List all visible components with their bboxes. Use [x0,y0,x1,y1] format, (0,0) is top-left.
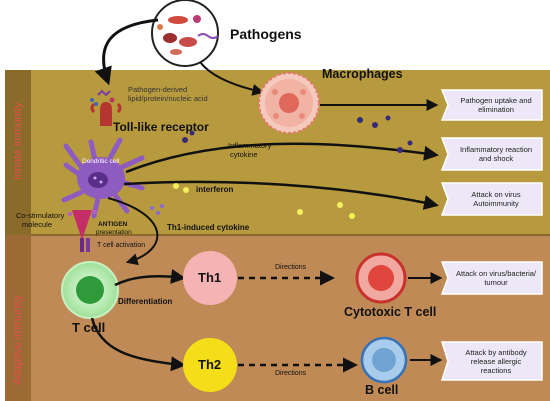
outcome-box-4: Attack on virus/bacteria/tumour [444,262,542,294]
arrow-dc-to-tcell [107,197,159,266]
innate-sidebar [5,70,31,235]
differentiation-label: Differentiation [118,297,173,306]
outcome-box-1-shape [440,89,543,121]
outcome-5-line2: release allergic [470,356,522,366]
tcell-activation-label: T cell activation [97,242,146,249]
arrow-pathogens-to-macrophage [199,61,265,96]
arrow-pathogens-to-tlr [94,18,159,86]
antigen-label-line1: ANTIGEN [98,221,128,228]
toll-like-receptor-icon [90,102,122,126]
outcome-box-5-shape [440,341,543,381]
th2-cell [183,338,237,392]
outcome-5-line1: Attack by antibody [465,347,527,357]
th2-label: Th2 [198,357,222,372]
cytotoxic-t-cell-icon [355,252,407,304]
directions-label-1: Directions [275,264,307,271]
costim-label-line2: molecule [22,220,53,229]
outcome-4-line1: Attack on virus/bacteria/ [455,269,537,278]
arrow-tcell-to-th1 [114,269,186,287]
costim-label-line1: Co-stimulatory [16,211,65,220]
outcome-3-line2: Autoimmunity [473,199,519,208]
inflammatory-cytokine-dots [182,115,413,153]
inflammatory-cytokine-line2: cytokine [230,150,258,159]
pathogens-icon [151,0,219,67]
macrophage-icon [258,72,320,134]
t-cell-label: T cell [72,320,106,335]
arrow-dc-to-virus [123,180,439,210]
adaptive-sidebar [5,235,31,401]
outcome-3-line1: Attack on virus [471,190,521,199]
antigen-presentation-icon [68,210,97,252]
b-cell-icon [360,336,408,384]
dendritic-cell-label: Dendritic cell [82,158,120,165]
pathogen-derived-label-line2: lipid/protein/nucleic acid [128,94,208,103]
th1-cytokine-dots [150,204,164,215]
outcome-1-line1: Pathogen uptake and [460,96,532,105]
b-cell-label: B cell [365,383,399,397]
outcome-4-line2: tumour [484,278,508,287]
pathogens-label: Pathogens [230,26,302,42]
th1-label: Th1 [198,270,222,285]
antigen-label-line2: presentation [96,229,132,236]
cytotoxic-t-cell-label: Cytotoxic T cell [344,305,437,319]
directions-label-2: Directions [275,370,307,377]
th1-cytokine-label: Th1-induced cytokine [167,223,250,232]
outcome-5-line3: reactions [480,365,512,375]
arrow-tcell-to-th2 [90,317,186,372]
outcome-box-4-shape [440,261,543,295]
dendritic-cell-icon [61,137,145,219]
interferon-dots [173,183,355,219]
outcome-box-3-shape [440,182,543,216]
interferon-label: interferon [196,185,234,194]
adaptive-immunity-label: Adaptive immunity [12,295,24,385]
th1-cell [183,251,237,305]
tlr-label: Toll-like receptor [113,120,209,134]
arrow-dc-to-inflammation [125,142,439,174]
innate-immunity-label: Innate immunity [12,102,24,180]
outcome-box-2-shape [440,137,543,171]
inflammatory-cytokine-line1: Inflammatory [228,141,272,150]
outcome-2-line2: and shock [478,154,514,163]
outcome-1-line2: elimination [478,105,514,114]
outcome-2-line1: Inflammatory reaction [459,145,533,154]
macrophages-label: Macrophages [322,67,403,81]
t-cell-icon [61,261,119,319]
pathogen-derived-label-line1: Pathogen-derived [128,85,188,94]
